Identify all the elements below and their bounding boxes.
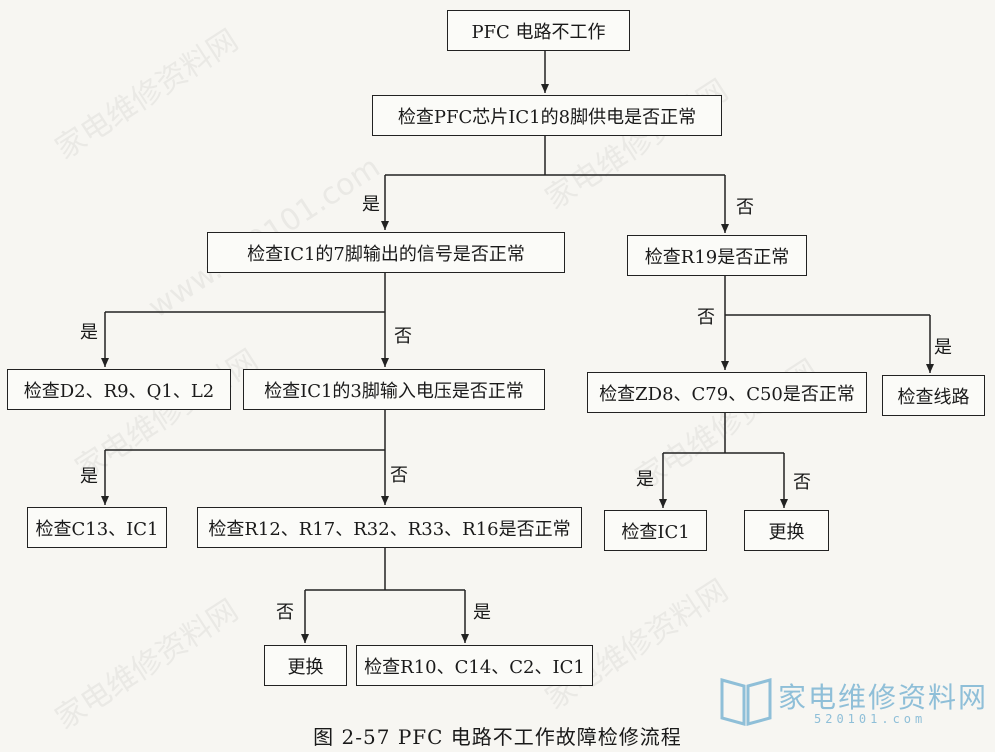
check-d2-node: 检查D2、R9、Q1、L2: [7, 369, 231, 410]
branch-yes-label: 是: [934, 337, 952, 358]
check-r19-node: 检查R19是否正常: [627, 235, 807, 276]
logo-text: 家电维修资料网: [778, 681, 989, 714]
branch-yes-label: 是: [362, 194, 380, 215]
check-r10-node: 检查R10、C14、C2、IC1: [356, 645, 593, 686]
replace-node: 更换: [264, 645, 347, 686]
branch-yes-label: 是: [80, 322, 98, 343]
check-r12-node: 检查R12、R17、R32、R33、R16是否正常: [197, 507, 582, 548]
branch-no-label: 否: [394, 326, 412, 347]
branch-no-label: 否: [697, 307, 715, 328]
check-pin3-node: 检查IC1的3脚输入电压是否正常: [243, 369, 545, 410]
branch-no-label: 否: [390, 465, 408, 486]
check-ic1-node: 检查IC1: [604, 510, 707, 551]
branch-yes-label: 是: [473, 602, 491, 623]
branch-no-label: 否: [793, 472, 811, 493]
branch-yes-label: 是: [636, 469, 654, 490]
check-pin8-node: 检查PFC芯片IC1的8脚供电是否正常: [372, 95, 722, 136]
replace-node: 更换: [744, 510, 829, 551]
branch-yes-label: 是: [80, 466, 98, 487]
check-pin7-node: 检查IC1的7脚输出的信号是否正常: [207, 232, 565, 273]
site-logo: 家电维修资料网 520101.com: [718, 672, 988, 732]
branch-no-label: 否: [736, 197, 754, 218]
branch-no-label: 否: [276, 602, 294, 623]
book-icon: [720, 678, 772, 726]
check-c13-node: 检查C13、IC1: [27, 507, 167, 548]
logo-url: 520101.com: [814, 712, 927, 726]
figure-caption: 图 2-57 PFC 电路不工作故障检修流程: [313, 725, 682, 749]
start-node: PFC 电路不工作: [447, 10, 630, 51]
check-zd8-node: 检查ZD8、C79、C50是否正常: [587, 372, 867, 413]
check-line-node: 检查线路: [882, 375, 985, 416]
